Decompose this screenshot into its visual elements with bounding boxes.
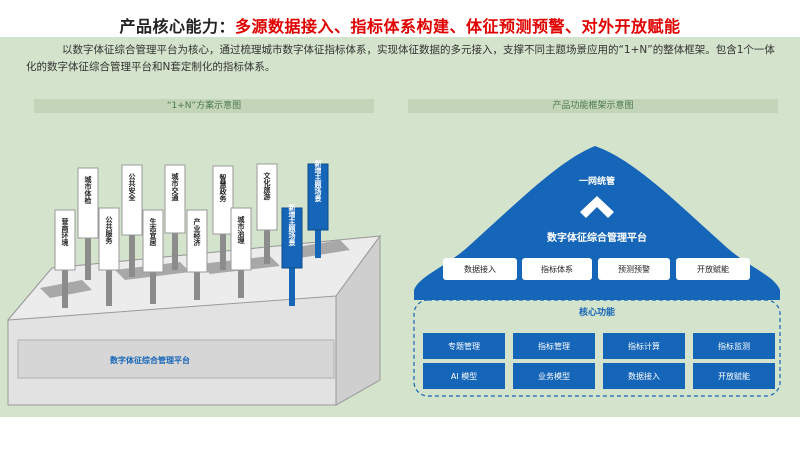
core-container [413, 299, 781, 397]
pillar-front-5: 城市治理 [230, 207, 252, 298]
core-item-label: AI 模型 [451, 371, 477, 381]
platform-item-label: 开放赋能 [697, 264, 729, 274]
platform-item-label: 指标体系 [541, 264, 573, 274]
platform-item-label: 预测预警 [618, 264, 650, 274]
core-item-3: 指标计算 [603, 333, 685, 359]
core-item-label: 指标计算 [628, 341, 660, 351]
platform-front-panel [17, 339, 335, 379]
platform-item-1: 数据接入 [443, 258, 517, 280]
core-item-7: 数据接入 [603, 363, 685, 389]
core-item-4: 指标监测 [693, 333, 775, 359]
page-title: 产品核心能力：多源数据接入、指标体系构建、体征预测预警、对外开放赋能 [0, 13, 800, 37]
pillar-back-2: 公共安全 [121, 164, 143, 277]
description-text: 以数字体征综合管理平台为核心，通过梳理城市数字体征指标体系，实现体征数据的多元接… [26, 44, 775, 73]
pillar-label: 新增主题场景 [288, 203, 297, 247]
pillar-label: 公共安全 [128, 173, 137, 202]
platform-item-label: 数据接入 [464, 264, 496, 274]
core-item-6: 业务模型 [513, 363, 595, 389]
top-label: 一网统管 [579, 175, 615, 187]
core-item-label: 业务模型 [538, 371, 570, 381]
pillar-back-6: 新增主题场景 [307, 159, 329, 258]
pillar-back-3: 城市交通 [164, 164, 186, 270]
pillar-label: 智慧政务 [219, 173, 228, 203]
platform-item-3: 预测预警 [598, 258, 670, 280]
pillar-front-6: 新增主题场景 [281, 203, 303, 306]
core-item-label: 专题管理 [448, 341, 480, 351]
pillar-label: 新增主题场景 [314, 159, 323, 203]
core-item-label: 数据接入 [628, 371, 660, 381]
left-diagram: 数字体征综合管理平台 城市体检 公共安全 城市交通 智慧政务 [6, 159, 382, 406]
pillar-front-2: 公共服务 [98, 207, 120, 306]
platform-base-side [335, 234, 381, 406]
pillar-label: 文化旅游 [263, 171, 272, 201]
pillar-back-1: 城市体检 [77, 167, 99, 280]
left-panel-label: “1+N”方案示意图 [34, 99, 374, 113]
right-platform-label: 数字体征综合管理平台 [547, 231, 647, 244]
pillar-back-5: 文化旅游 [256, 163, 278, 264]
pillar-label: 产业经济 [193, 217, 202, 247]
pillar-label: 生态宜居 [149, 217, 157, 247]
platform-item-2: 指标体系 [522, 258, 592, 280]
core-item-8: 开放赋能 [693, 363, 775, 389]
pillar-label: 营商环境 [61, 217, 69, 247]
pillar-label: 公共服务 [105, 216, 114, 245]
chevron-up-icon [580, 196, 614, 218]
pillar-label: 城市交通 [171, 172, 180, 202]
core-item-label: 开放赋能 [718, 371, 750, 381]
core-item-2: 指标管理 [513, 333, 595, 359]
core-item-5: AI 模型 [423, 363, 505, 389]
core-item-label: 指标监测 [718, 341, 750, 351]
core-item-label: 指标管理 [538, 341, 570, 351]
right-panel-label: 产品功能框架示意图 [408, 99, 778, 113]
core-label: 核心功能 [579, 306, 615, 318]
right-diagram: 一网统管 数字体征综合管理平台 数据接入 指标体系 预测预警 开放赋能 核心功能… [413, 146, 781, 397]
core-item-1: 专题管理 [423, 333, 505, 359]
pillar-back-4: 智慧政务 [212, 165, 234, 270]
pillar-front-4: 产业经济 [186, 209, 208, 300]
pillar-label: 城市体检 [84, 175, 93, 205]
platform-item-4: 开放赋能 [676, 258, 750, 280]
title-highlight: 多源数据接入、指标体系构建、体征预测预警、对外开放赋能 [235, 17, 681, 36]
title-prefix: 产品核心能力： [119, 17, 235, 36]
pillar-label: 城市治理 [237, 215, 245, 245]
left-platform-label: 数字体征综合管理平台 [110, 355, 190, 365]
pillar-front-1: 营商环境 [54, 209, 76, 308]
pillar-front-3: 生态宜居 [142, 209, 164, 304]
